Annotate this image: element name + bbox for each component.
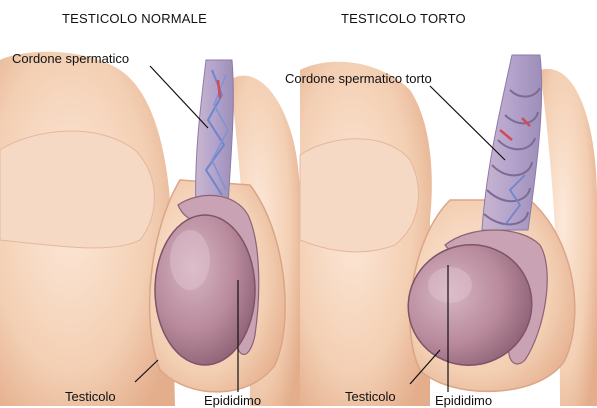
- left-panel-title: TESTICOLO NORMALE: [62, 12, 207, 25]
- left-spermatic-cord: [196, 60, 234, 210]
- right-panel-title: TESTICOLO TORTO: [341, 12, 466, 25]
- right-penis-shape: [300, 139, 418, 252]
- leader-right-cord: [430, 86, 505, 160]
- label-right-epididymis: Epididimo: [435, 394, 492, 407]
- label-right-testis: Testicolo: [345, 390, 396, 403]
- label-right-cord: Cordone spermatico torto: [285, 72, 432, 85]
- label-left-testis: Testicolo: [65, 390, 116, 403]
- left-testis-shape: [155, 215, 255, 365]
- left-penis-shape: [0, 131, 154, 248]
- label-left-epididymis: Epididimo: [204, 394, 261, 407]
- leader-left-cord: [150, 66, 208, 128]
- left-panel-art: [0, 52, 300, 406]
- label-left-cord: Cordone spermatico: [12, 52, 129, 65]
